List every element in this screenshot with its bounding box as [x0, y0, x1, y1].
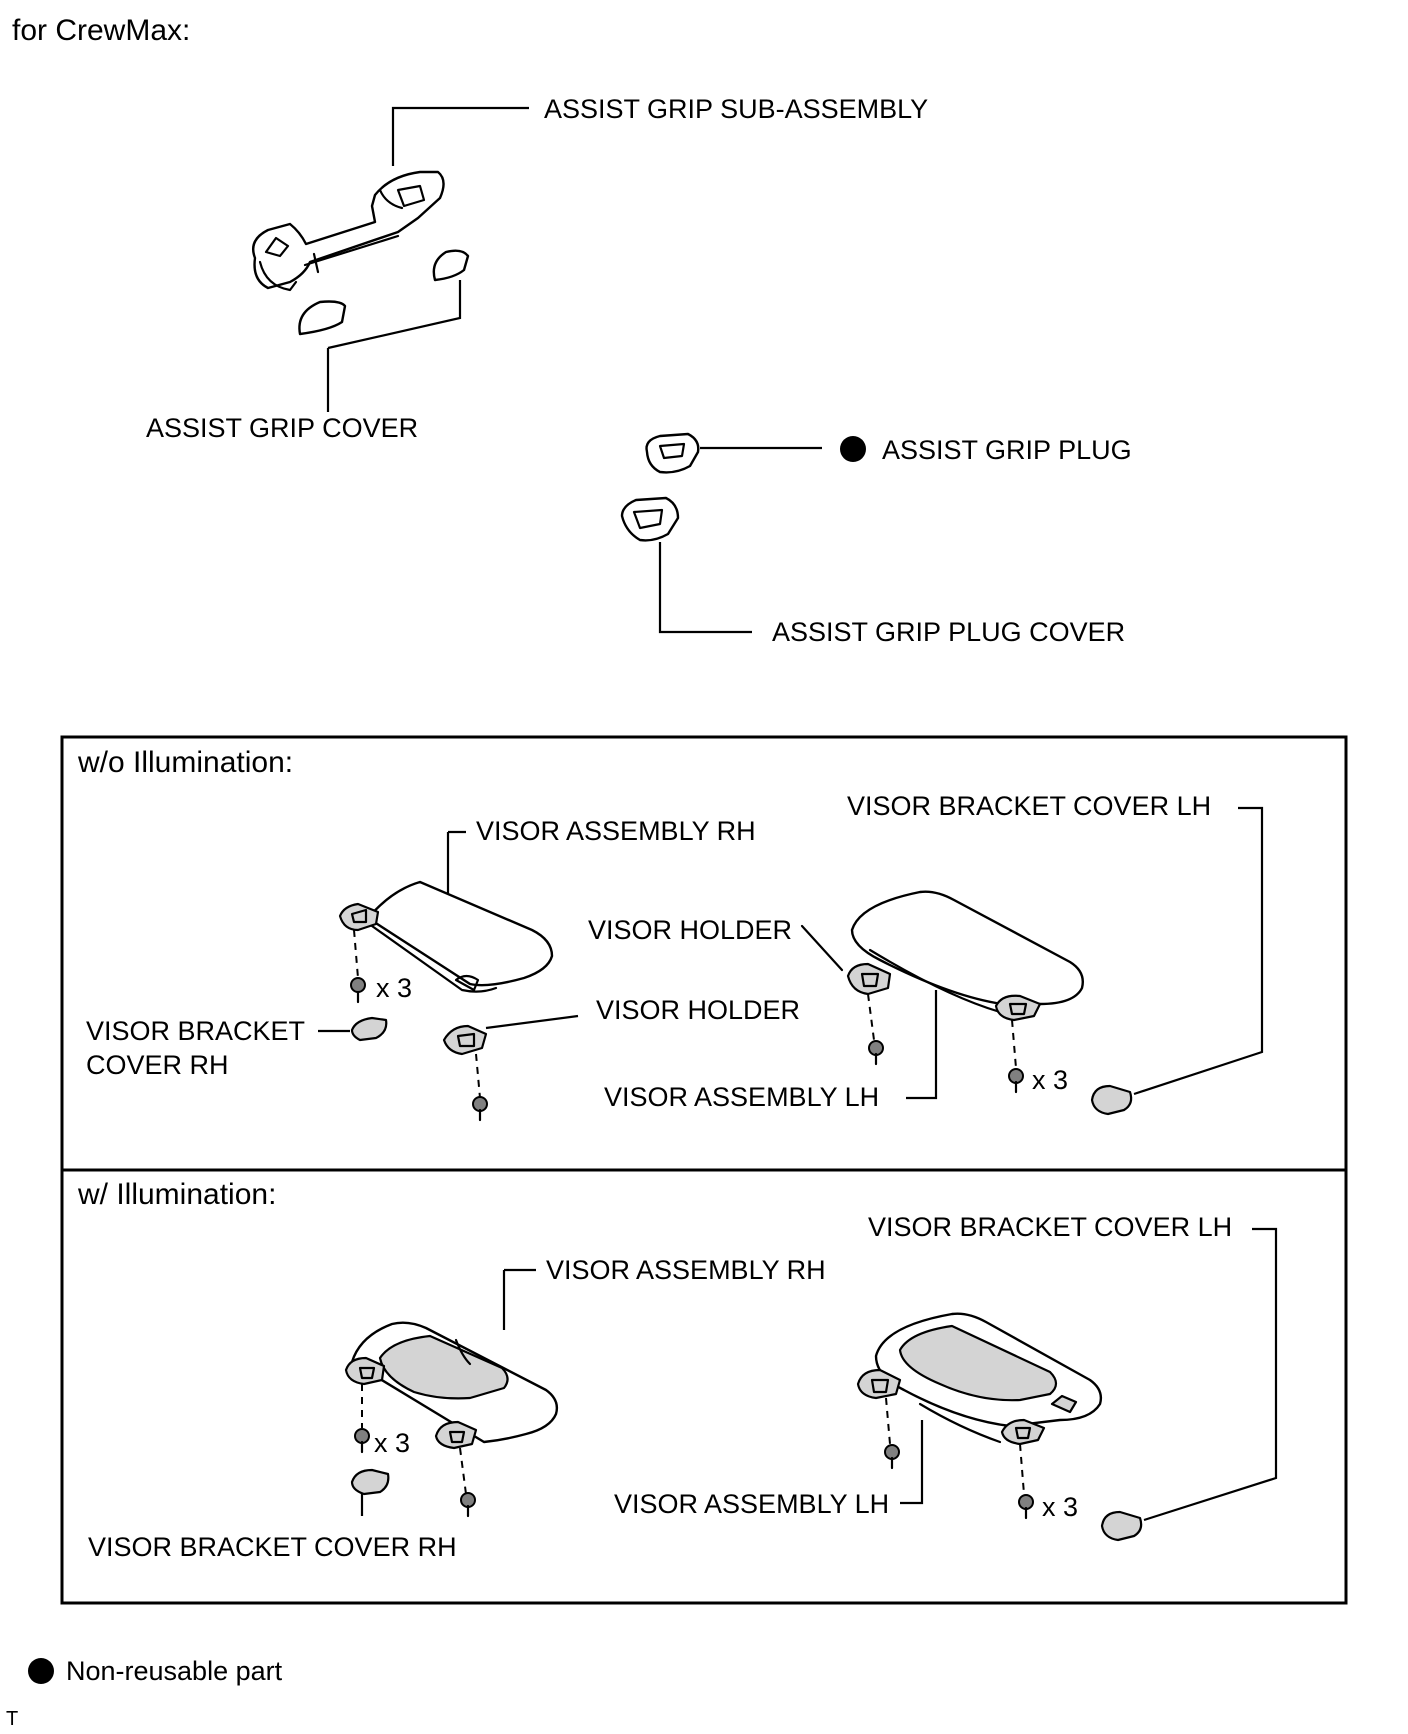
label-assist-grip-plug-cover: ASSIST GRIP PLUG COVER	[772, 617, 1126, 647]
label-wo-visor-assembly-rh: VISOR ASSEMBLY RH	[476, 816, 756, 846]
label-wo-visor-holder-lh: VISOR HOLDER	[588, 915, 793, 945]
assist-grip-sub-assembly-drawing	[251, 106, 529, 412]
non-reusable-bullet-icon	[840, 436, 866, 462]
panel-wo-title: w/o Illumination:	[78, 746, 294, 779]
label-wo-qty-lh: x 3	[1032, 1065, 1069, 1095]
label-wo-visor-bracket-cover-lh: VISOR BRACKET COVER LH	[847, 791, 1212, 821]
label-w-visor-assembly-lh: VISOR ASSEMBLY LH	[614, 1489, 890, 1519]
label-wo-visor-bracket-cover-rh-line1: VISOR BRACKET	[86, 1016, 306, 1046]
page-title: for CrewMax:	[12, 14, 191, 47]
label-wo-visor-assembly-lh: VISOR ASSEMBLY LH	[604, 1082, 880, 1112]
visor-rh-wo-drawing	[318, 830, 579, 1122]
label-wo-visor-holder-rh: VISOR HOLDER	[596, 995, 801, 1025]
assist-grip-plug-drawing	[620, 432, 822, 634]
label-assist-grip-cover: ASSIST GRIP COVER	[146, 413, 419, 443]
label-wo-qty-rh: x 3	[376, 973, 413, 1003]
label-wo-visor-bracket-cover-rh-line2: COVER RH	[86, 1050, 229, 1080]
footer-mark: T	[6, 1708, 19, 1730]
label-w-visor-assembly-rh: VISOR ASSEMBLY RH	[546, 1255, 826, 1285]
label-assist-grip-sub-assembly: ASSIST GRIP SUB-ASSEMBLY	[544, 94, 929, 124]
legend-non-reusable-label: Non-reusable part	[66, 1656, 283, 1686]
legend-bullet-icon	[28, 1658, 54, 1684]
visor-lh-w-drawing	[856, 1227, 1278, 1542]
label-w-qty-rh: x 3	[374, 1428, 411, 1458]
label-assist-grip-plug: ASSIST GRIP PLUG	[882, 435, 1132, 465]
label-w-qty-lh: x 3	[1042, 1492, 1079, 1522]
visor-lh-wo-drawing	[800, 806, 1264, 1116]
label-w-visor-bracket-cover-rh: VISOR BRACKET COVER RH	[88, 1532, 457, 1562]
panel-w-illumination-frame	[60, 1168, 1348, 1605]
panel-w-title: w/ Illumination:	[78, 1178, 277, 1211]
visor-rh-w-drawing	[344, 1268, 559, 1518]
label-w-visor-bracket-cover-lh: VISOR BRACKET COVER LH	[868, 1212, 1233, 1242]
